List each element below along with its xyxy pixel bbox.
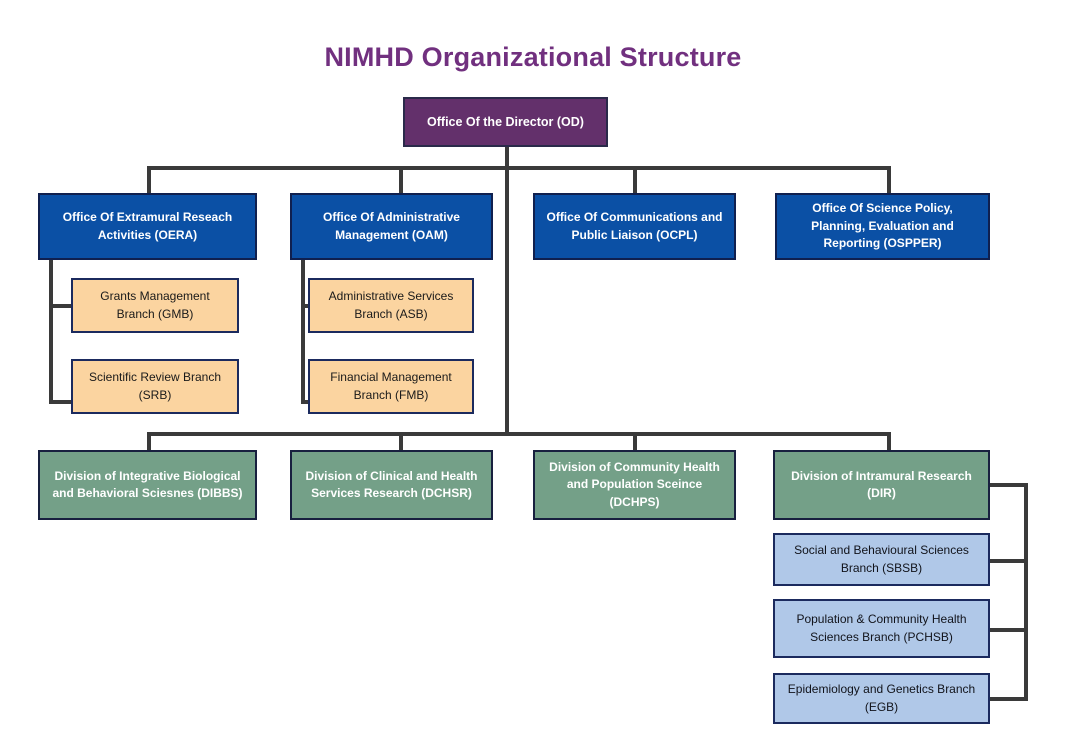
node-sbsb[interactable]: Social and Behavioural Sciences Branch (… [773,533,990,586]
node-label: Administrative Services Branch (ASB) [328,289,454,321]
connector-drop-oam [399,166,403,194]
connector-drop-dchps [633,432,637,450]
node-label: Office Of Science Policy, Planning, Eval… [811,201,954,251]
node-egb[interactable]: Epidemiology and Genetics Branch (EGB) [773,673,990,724]
connector-drop-dchsr [399,432,403,450]
node-dchsr[interactable]: Division of Clinical and Health Services… [290,450,493,520]
node-gmb[interactable]: Grants Management Branch (GMB) [71,278,239,333]
node-label: Office Of Communications and Public Liai… [546,210,723,242]
node-label: Office Of Extramural Reseach Activities … [62,210,233,242]
node-label: Division of Clinical and Health Services… [305,468,478,500]
node-label: Financial Management Branch (FMB) [330,370,452,402]
node-dchps[interactable]: Division of Community Health and Populat… [533,450,736,520]
node-fmb[interactable]: Financial Management Branch (FMB) [308,359,474,414]
node-dibbs[interactable]: Division of Integrative Biological and B… [38,450,257,520]
connector-oera-stub-srb [49,400,73,404]
node-label: Social and Behavioural Sciences Branch (… [794,543,969,575]
node-label: Epidemiology and Genetics Branch (EGB) [787,682,976,714]
node-dir[interactable]: Division of Intramural Research (DIR) [773,450,990,520]
node-label: Division of Community Health and Populat… [549,459,720,509]
connector-oera-stub-gmb [49,304,73,308]
connector-drop-ospper [887,166,891,194]
connector-drop-dibbs [147,432,151,450]
connector-drop-oera [147,166,151,194]
connector-oam-spine [301,258,305,404]
node-label: Division of Intramural Research (DIR) [791,468,972,500]
connector-dir-stub-top [988,483,1028,487]
connector-drop-dir [887,432,891,450]
connector-dir-stub-pchsb [988,628,1028,632]
node-label: Division of Integrative Biological and B… [52,468,243,500]
node-label: Scientific Review Branch (SRB) [88,370,222,402]
node-ocpl[interactable]: Office Of Communications and Public Liai… [533,193,736,260]
node-oam[interactable]: Office Of Administrative Management (OAM… [290,193,493,260]
page-title: NIMHD Organizational Structure [324,42,742,72]
node-label: Office Of Administrative Management (OAM… [323,210,460,242]
node-office-of-the-director[interactable]: Office Of the Director (OD) [403,97,608,147]
node-ospper[interactable]: Office Of Science Policy, Planning, Eval… [775,193,990,260]
node-pchsb[interactable]: Population & Community Health Sciences B… [773,599,990,658]
connector-tier2-bus [147,432,891,436]
connector-dir-stub-sbsb [988,559,1028,563]
connector-oera-spine [49,258,53,404]
node-label: Population & Community Health Sciences B… [796,612,967,644]
connector-dir-stub-egb [988,697,1028,701]
connector-tier1-bus [147,166,891,170]
connector-od-trunk [505,146,509,436]
node-asb[interactable]: Administrative Services Branch (ASB) [308,278,474,333]
connector-drop-ocpl [633,166,637,194]
node-oera[interactable]: Office Of Extramural Reseach Activities … [38,193,257,260]
connector-dir-spine [1024,483,1028,701]
node-label: Grants Management Branch (GMB) [100,289,210,321]
node-srb[interactable]: Scientific Review Branch (SRB) [71,359,239,414]
node-label: Office Of the Director (OD) [427,114,584,129]
